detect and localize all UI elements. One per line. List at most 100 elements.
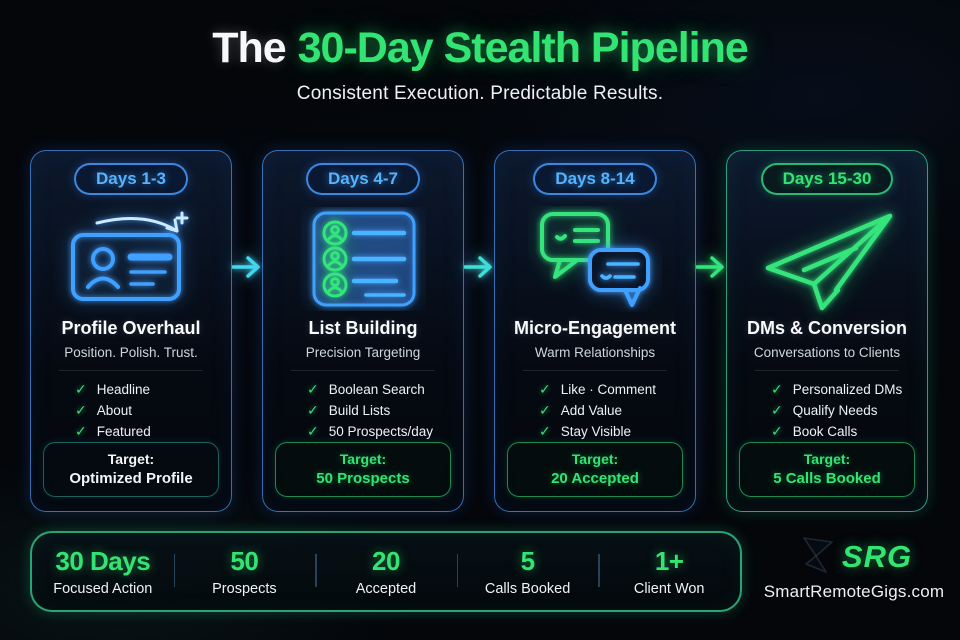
check-icon: ✓: [75, 381, 87, 397]
target-box: Target: 50 Prospects: [275, 442, 451, 497]
check-icon: ✓: [307, 423, 319, 439]
target-box: Target: 5 Calls Booked: [739, 442, 915, 497]
stage-title: List Building: [308, 318, 418, 339]
check-icon: ✓: [539, 423, 551, 439]
stat-label: Calls Booked: [484, 581, 571, 597]
check-icon: ✓: [771, 423, 783, 439]
checklist-item: ✓ Boolean Search: [307, 379, 451, 400]
stat-label: Prospects: [212, 581, 277, 597]
check-icon: ✓: [307, 402, 319, 418]
title-prefix: The: [212, 24, 286, 72]
target-value: 5 Calls Booked: [773, 470, 881, 487]
checklist-item: ✓ Featured: [75, 421, 219, 442]
checklist-item: ✓ Add Value: [539, 400, 683, 421]
divider: [522, 370, 668, 371]
stage-title: DMs & Conversion: [746, 318, 908, 339]
chat-bubbles-icon: [528, 203, 662, 314]
divider: [290, 370, 436, 371]
checklist-item: ✓ About: [75, 400, 219, 421]
divider: [58, 370, 204, 371]
stage-card-profile-overhaul: Days 1-3 Profile Overhaul Positio: [30, 150, 232, 512]
stage-checklist: ✓ Boolean Search ✓ Build Lists ✓50 Prospec…: [275, 379, 451, 442]
checklist-item-label: About: [96, 403, 133, 418]
stage-days-badge: Days 8-14: [533, 163, 657, 195]
stage-subtitle: Precision Targeting: [305, 345, 421, 361]
checklist-item-label: Personalized DMs: [792, 382, 903, 397]
title-main: 30-Day Stealth Pipeline: [297, 24, 749, 72]
stage-days-badge: Days 4-7: [306, 163, 420, 195]
checklist-item: ✓ Like · Comment: [539, 379, 683, 400]
target-label: Target:: [107, 451, 155, 467]
checklist-item: ✓ Stay Visible: [539, 421, 683, 442]
checklist-item: ✓ Headline: [75, 379, 219, 400]
target-box: Target: Optimized Profile: [43, 442, 219, 497]
checklist-item-label: Boolean Search: [328, 382, 425, 397]
check-icon: ✓: [539, 402, 551, 418]
summary-stats-bar: 30 Days Focused Action 50 Prospects 20 A…: [30, 531, 742, 612]
stat-days: 30 Days Focused Action: [32, 546, 174, 597]
target-label: Target:: [571, 451, 619, 467]
profile-card-icon: [61, 203, 201, 314]
checklist-item-label: Like · Comment: [560, 382, 657, 397]
target-value: 50 Prospects: [316, 470, 410, 487]
brand-name: SRG: [841, 539, 913, 574]
stat-accepted: 20 Accepted: [315, 546, 457, 597]
stage-checklist: ✓ Like · Comment ✓ Add Value ✓ Stay Visible: [507, 379, 683, 442]
stage-card-dms-conversion: Days 15-30 DMs & Conversion Conversation…: [726, 150, 928, 512]
arrow-right-icon: [232, 150, 262, 512]
check-icon: ✓: [75, 423, 87, 439]
target-value: Optimized Profile: [69, 470, 193, 487]
divider: [754, 370, 900, 371]
stat-prospects: 50 Prospects: [173, 546, 316, 597]
stage-subtitle: Conversations to Clients: [753, 345, 901, 361]
checklist-item-label: Build Lists: [328, 403, 391, 418]
checklist-item-label: Stay Visible: [560, 424, 632, 439]
stat-value: 5: [520, 546, 535, 576]
target-box: Target: 20 Accepted: [507, 442, 683, 497]
target-value: 20 Accepted: [551, 470, 639, 487]
stat-label: Focused Action: [53, 581, 153, 597]
target-label: Target:: [339, 451, 387, 467]
check-icon: ✓: [771, 381, 783, 397]
stage-checklist: ✓ Headline ✓ About ✓ Featured: [43, 379, 219, 442]
checklist-item: ✓ Build Lists: [307, 400, 451, 421]
stat-calls-booked: 5 Calls Booked: [456, 546, 599, 597]
check-icon: ✓: [771, 402, 783, 418]
stat-value: 30 Days: [55, 546, 151, 576]
checklist-item-label: Featured: [96, 424, 151, 439]
checklist-item: ✓50 Prospects/day: [307, 421, 451, 442]
stat-label: Client Won: [633, 581, 705, 597]
srg-logo-icon: [796, 532, 840, 583]
check-icon: ✓: [307, 381, 319, 397]
checklist-item-label: Add Value: [560, 403, 623, 418]
arrow-right-icon: [696, 150, 726, 512]
checklist-item-label: Headline: [96, 382, 151, 397]
checklist-item-label: Qualify Needs: [792, 403, 878, 418]
prospect-list-icon: [300, 203, 426, 314]
checklist-item: ✓ Qualify Needs: [771, 400, 915, 421]
pipeline-cards-row: Days 1-3 Profile Overhaul Positio: [30, 150, 930, 512]
stage-card-micro-engagement: Days 8-14: [494, 150, 696, 512]
check-icon: ✓: [539, 381, 551, 397]
stage-subtitle: Warm Relationships: [534, 345, 656, 361]
stage-days-badge: Days 15-30: [760, 163, 894, 195]
stat-value: 20: [372, 546, 400, 576]
stage-days-badge: Days 1-3: [74, 163, 188, 195]
stage-title: Micro-Engagement: [513, 318, 677, 339]
stage-subtitle: Position. Polish. Trust.: [64, 345, 198, 361]
paper-plane-icon: [752, 203, 902, 314]
brand-block: SRG SmartRemoteGigs.com: [756, 536, 952, 602]
checklist-item-label: Book Calls: [792, 424, 858, 439]
page-subtitle: Consistent Execution. Predictable Result…: [296, 83, 664, 105]
stat-client-won: 1+ Client Won: [598, 546, 740, 597]
stat-value: 1+: [654, 546, 684, 576]
target-label: Target:: [803, 451, 851, 467]
website-url: SmartRemoteGigs.com: [763, 582, 945, 601]
check-icon: ✓: [75, 402, 87, 418]
stat-value: 50: [230, 546, 259, 576]
stage-title: Profile Overhaul: [61, 318, 201, 339]
arrow-right-icon: [464, 150, 494, 512]
stage-card-list-building: Days 4-7 List Building Precision Targeti…: [262, 150, 464, 512]
